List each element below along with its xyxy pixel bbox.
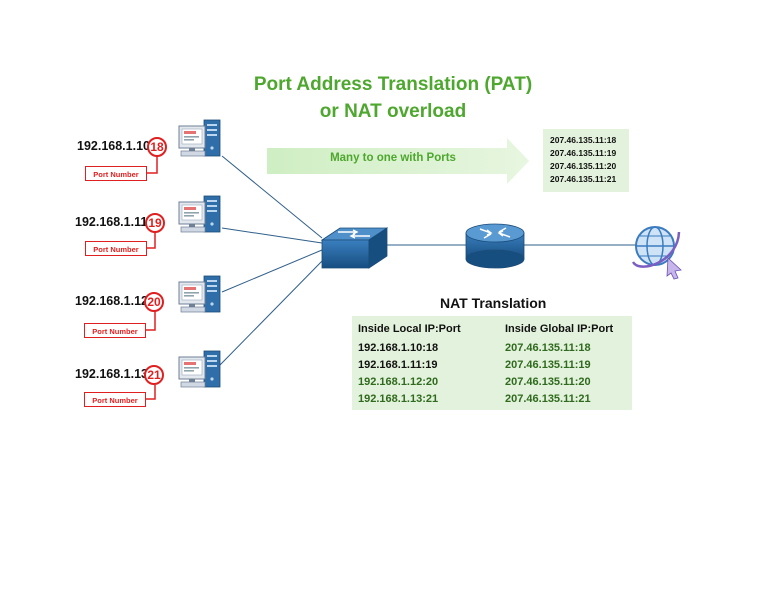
diagram-title-line2: or NAT overload bbox=[319, 101, 467, 122]
nat-cell-global: 207.46.135.11:21 bbox=[505, 393, 591, 405]
desktop-computer-icon bbox=[178, 195, 221, 233]
switch-icon bbox=[320, 227, 389, 269]
nat-translation-table: Inside Local IP:Port Inside Global IP:Po… bbox=[352, 316, 632, 410]
port-number-box-4: Port Number bbox=[84, 392, 146, 407]
host-ip-4: 192.168.1.13 bbox=[75, 367, 148, 381]
nat-cell-global: 207.46.135.11:19 bbox=[505, 359, 591, 371]
nat-cell-local: 192.168.1.10:18 bbox=[358, 342, 439, 354]
nat-cell-global: 207.46.135.11:18 bbox=[505, 342, 591, 354]
nat-cell-global: 207.46.135.11:20 bbox=[505, 376, 591, 388]
diagram-title-line1: Port Address Translation (PAT) bbox=[253, 74, 533, 95]
global-address: 207.46.135.11:21 bbox=[550, 174, 617, 184]
many-to-one-arrow bbox=[267, 138, 529, 184]
host-ip-2: 192.168.1.11 bbox=[75, 215, 148, 229]
host-ip-3: 192.168.1.12 bbox=[75, 294, 148, 308]
port-circle-2: 19 bbox=[145, 213, 165, 233]
desktop-computer-icon bbox=[178, 350, 221, 388]
nat-header-local: Inside Local IP:Port bbox=[358, 323, 461, 335]
global-address: 207.46.135.11:18 bbox=[550, 135, 617, 145]
global-address-list: 207.46.135.11:18 207.46.135.11:19 207.46… bbox=[543, 129, 629, 192]
port-circle-1: 18 bbox=[147, 137, 167, 157]
port-circle-4: 21 bbox=[144, 365, 164, 385]
nat-cell-local: 192.168.1.11:19 bbox=[358, 359, 438, 371]
desktop-computer-icon bbox=[178, 119, 221, 157]
port-number-box-3: Port Number bbox=[84, 323, 146, 338]
nat-table-title: NAT Translation bbox=[440, 295, 547, 311]
host-links bbox=[219, 155, 326, 366]
port-number-box-2: Port Number bbox=[85, 241, 147, 256]
nat-cell-local: 192.168.1.12:20 bbox=[358, 376, 439, 388]
global-address: 207.46.135.11:20 bbox=[550, 161, 617, 171]
port-circle-3: 20 bbox=[144, 292, 164, 312]
nat-cell-local: 192.168.1.13:21 bbox=[358, 393, 439, 405]
port-connectors bbox=[146, 156, 158, 400]
desktop-computer-icon bbox=[178, 275, 221, 313]
port-number-box-1: Port Number bbox=[85, 166, 147, 181]
global-address: 207.46.135.11:19 bbox=[550, 148, 617, 158]
nat-header-global: Inside Global IP:Port bbox=[505, 323, 614, 335]
internet-globe-icon bbox=[631, 226, 682, 280]
router-icon bbox=[465, 223, 525, 269]
many-to-one-label: Many to one with Ports bbox=[330, 152, 456, 164]
host-ip-1: 192.168.1.10 bbox=[77, 139, 150, 153]
